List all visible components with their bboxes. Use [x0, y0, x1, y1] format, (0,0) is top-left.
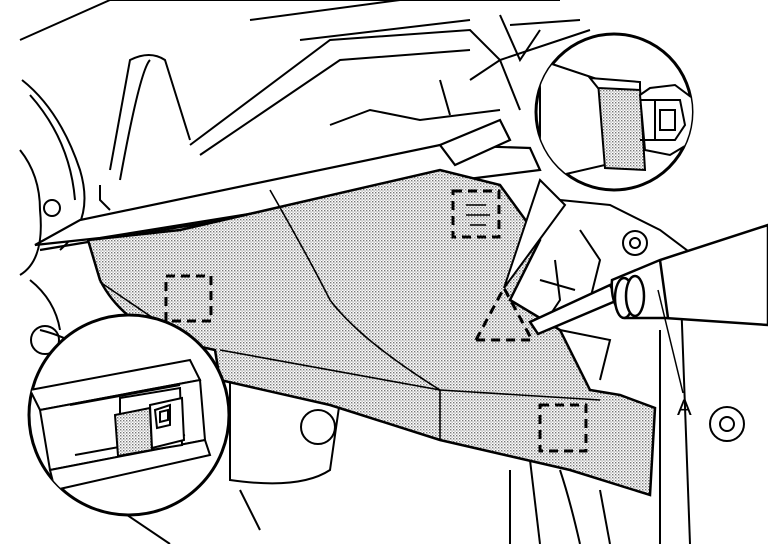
screwdriver-tool: [528, 223, 768, 336]
detail-pointer-right: [503, 178, 567, 289]
clip-position-lower-right: [538, 403, 588, 453]
detail-circle-right: [534, 32, 694, 192]
detail-circle-left: [27, 313, 231, 517]
clip-positions: [164, 189, 588, 453]
clip-detail-upper: [466, 204, 490, 226]
lower-instrument-cover: [86, 168, 657, 497]
callout-a: A: [657, 289, 692, 420]
callout-label-a: A: [677, 395, 692, 420]
clip-position-upper-right: [451, 189, 501, 239]
clip-position-left: [164, 274, 213, 323]
